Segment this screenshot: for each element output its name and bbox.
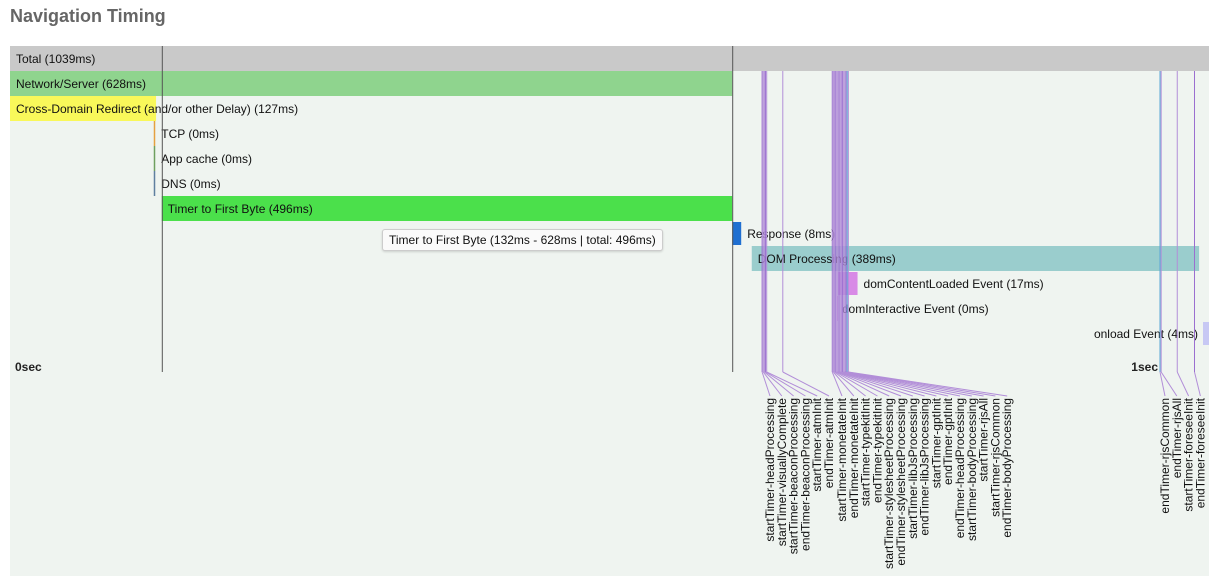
timer-mark-leader [837,371,902,397]
timer-mark-label: startTimer-typekitInit [859,397,873,506]
timer-mark-label: startTimer-atmInit [810,397,824,491]
timer-mark-leader [761,371,771,397]
bar-label: Cross-Domain Redirect (and/or other Dela… [16,102,298,116]
timer-mark-leader [1160,371,1178,397]
timer-mark-label: endTimer-headProcessing [953,398,967,538]
timeline-bar [838,272,858,295]
timer-mark-leader [1176,371,1190,397]
timer-mark-label: endTimer-atmInit [822,397,836,488]
timer-mark-leader [766,371,818,397]
timer-mark-leader [840,371,925,397]
timeline-bar [161,196,733,221]
timeline-bar [751,246,1200,271]
timer-mark-label: endTimer-typekitInit [870,397,884,503]
bars-layer: Total (1039ms) Network/Server (628ms) Cros… [10,46,1209,345]
timer-mark-label: endTimer-bodyProcessing [1000,398,1014,538]
timer-mark-leader [835,371,878,397]
timeline-bar [153,171,156,196]
timer-mark-label: startTimer-monetateInit [835,397,849,521]
timer-mark-label: endTimer-rjsAll [1170,398,1184,478]
axis-start-label: 0sec [15,360,42,374]
timer-mark-leader [782,371,830,397]
timer-mark-label: startTimer-rjsAll [977,398,991,482]
timer-mark-leader [841,371,937,397]
bar-label: DOM Processing (389ms) [758,252,896,266]
timer-mark-label: endTimer-gptInit [941,397,955,485]
page-title: Navigation Timing [10,6,166,26]
timer-mark-label: startTimer-headProcessing [763,398,777,542]
bar-label: domInteractive Event (0ms) [842,302,989,316]
timer-mark-label: startTimer-libJsProcessing [906,398,920,539]
timer-mark-leader [838,371,913,397]
bar-label: Timer to First Byte (496ms) [168,202,313,216]
timer-mark-label: endTimer-beaconProcessing [798,398,812,551]
timer-mark-label: startTimer-stylesheetProcessing [882,398,896,569]
axis-end-label: 1sec [1131,360,1158,374]
timer-mark-label: startTimer-gptInit [929,397,943,488]
timer-mark-label: startTimer-visuallyComplete [775,398,789,547]
timer-mark-label: endTimer-monetateInit [847,397,861,518]
bar-label: App cache (0ms) [161,152,252,166]
timer-mark-leader [1194,371,1201,397]
timer-mark-leader [764,371,794,397]
timer-mark-label: endTimer-foreseeInit [1193,397,1207,508]
timer-mark-leader [848,371,1008,397]
timeline-bar [153,146,156,171]
timer-mark-leader [833,371,855,397]
bar-label: Total (1039ms) [16,52,95,66]
timeline-bar [1203,322,1209,345]
timeline-bar [10,96,157,121]
tooltip: Timer to First Byte (132ms - 628ms | tot… [382,229,663,251]
timeline-bar [153,121,156,146]
timer-mark-label: endTimer-rjsCommon [1158,398,1172,514]
bar-label: DNS (0ms) [161,177,220,191]
timer-mark-label: startTimer-bodyProcessing [965,398,979,541]
timeline-bar [732,222,742,245]
bar-label: onload Event (4ms) [1094,327,1198,341]
timer-mark-label: endTimer-libJsProcessing [918,398,932,536]
timer-mark-label: startTimer-rjsCommon [988,398,1002,517]
timeline-bar [10,46,1209,71]
timer-mark-leader [831,371,843,397]
timer-mark-leader [836,371,890,397]
guides-layer [161,46,734,372]
timer-mark-label: startTimer-foreseeInit [1182,397,1196,511]
timer-mark-leader [843,371,961,397]
marks-layer: startTimer-headProcessingstartTimer-visu… [761,71,1207,569]
timer-mark-leader [762,371,783,397]
timer-mark-leader [765,371,806,397]
bar-label: TCP (0ms) [161,127,219,141]
timer-mark-leader [842,371,949,397]
timeline-bar [10,71,733,96]
timer-mark-leader [1159,371,1166,397]
bar-label: Response (8ms) [747,227,835,241]
timer-mark-leader [844,371,972,397]
timer-mark-leader [834,371,866,397]
timer-mark-label: endTimer-stylesheetProcessing [894,398,908,566]
bar-label: domContentLoaded Event (17ms) [864,277,1044,291]
chart-background [10,46,1209,576]
bar-label: Network/Server (628ms) [16,77,146,91]
timer-mark-label: startTimer-beaconProcessing [787,398,801,554]
